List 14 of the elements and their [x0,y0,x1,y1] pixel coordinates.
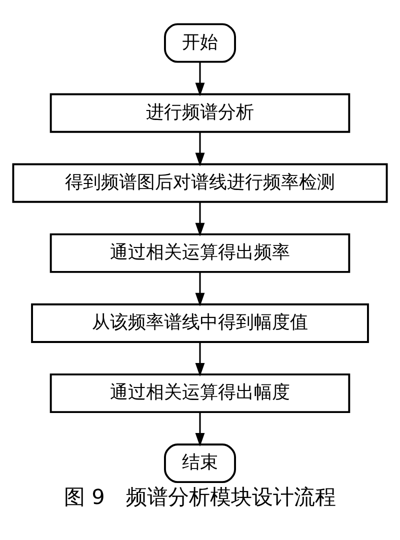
node-box: 得到频谱图后对谱线进行频率检测 [12,163,388,203]
node-box: 进行频谱分析 [50,93,350,133]
node-box: 通过相关运算得出幅度 [50,373,350,414]
node-box: 结束 [164,444,236,484]
node-box: 从该频率谱线中得到幅度值 [31,303,369,343]
arrow [195,272,205,306]
arrow [195,342,205,376]
node-box: 开始 [164,23,236,63]
caption: 图 9 频谱分析模块设计流程 [64,484,336,509]
arrow [195,62,205,96]
arrow [195,412,205,446]
node-box: 通过相关运算得出频率 [50,233,350,273]
arrow [195,132,205,166]
arrow [195,202,205,236]
